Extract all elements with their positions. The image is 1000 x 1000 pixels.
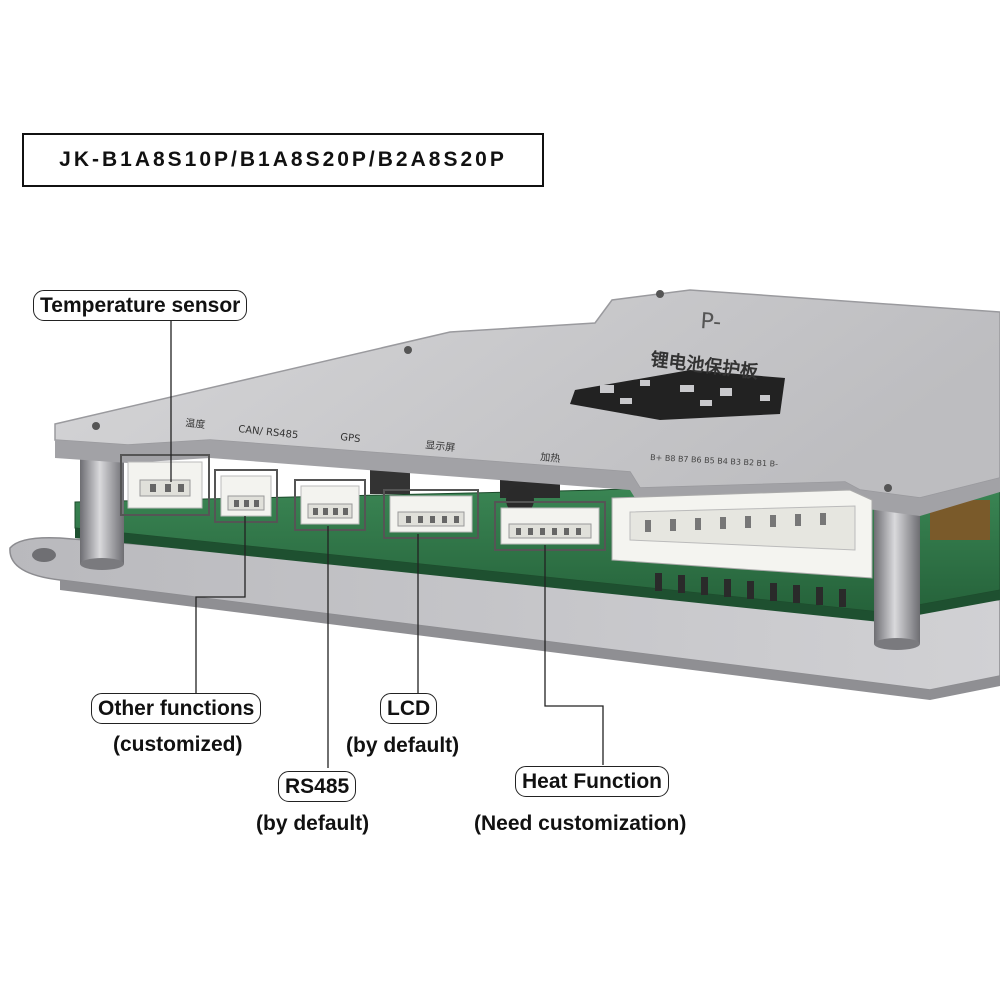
p-minus-text: P- <box>700 309 722 335</box>
heat-connector <box>494 501 606 551</box>
lcd-connector <box>383 489 479 539</box>
port-label-lcd: 显示屏 <box>425 439 456 454</box>
lcd-label: LCD <box>380 693 438 724</box>
port-label-gps: GPS <box>340 432 361 445</box>
temperature-connector <box>120 454 210 516</box>
rs485-note: (by default) <box>256 812 370 835</box>
balance-connector <box>611 489 873 579</box>
rs485-connector <box>294 479 366 531</box>
leader-lines <box>170 320 604 768</box>
port-label-temp: 温度 <box>185 416 206 431</box>
heat-function-label: Heat Function <box>515 766 669 797</box>
base-plate <box>9 536 1000 700</box>
rs485-label: RS485 <box>278 771 357 802</box>
balance-header-pins <box>655 573 846 607</box>
heat-function-note: (Need customization) <box>474 812 687 835</box>
lcd-note: (by default) <box>346 734 460 757</box>
qr-code-icon <box>570 370 785 420</box>
mount-hole-icon <box>32 548 56 562</box>
port-label-heat: 加热 <box>540 450 561 465</box>
connectors <box>120 454 873 579</box>
model-number-box: JK-B1A8S10P/B1A8S20P/B2A8S20P <box>22 133 544 187</box>
other-functions-label: Other functions <box>91 693 262 724</box>
other-functions-connector <box>214 469 278 523</box>
other-functions-note: (customized) <box>113 733 243 756</box>
model-number: JK-B1A8S10P/B1A8S20P/B2A8S20P <box>59 148 507 171</box>
temperature-sensor-label: Temperature sensor <box>33 290 248 321</box>
